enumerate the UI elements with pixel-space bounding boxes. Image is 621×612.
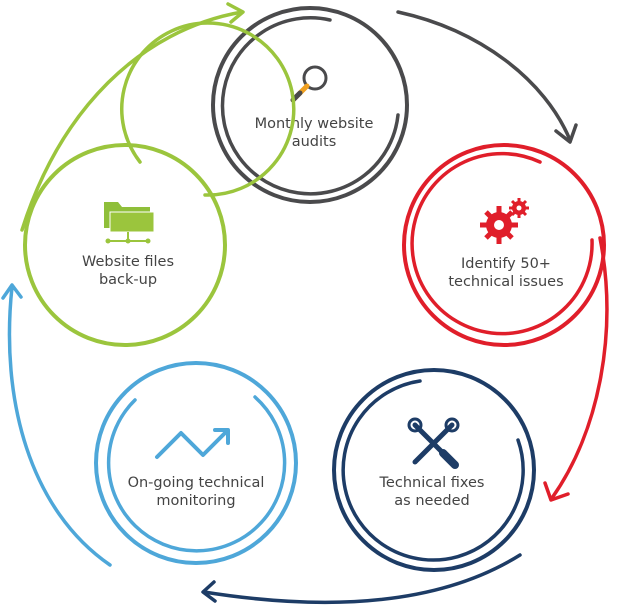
step-audits-outer-ring <box>211 6 409 204</box>
step-audits: Monthly website audits <box>211 6 409 204</box>
step-fixes-outer-ring <box>332 368 536 572</box>
step-fixes-label-line1: Technical fixes <box>379 475 485 491</box>
arrow-identify-to-fixes <box>543 236 609 502</box>
magnifier-icon <box>290 65 328 103</box>
step-identify-label-line2: technical issues <box>448 274 563 290</box>
step-identify-inner-arc <box>410 151 594 336</box>
step-monitoring-label-line2: monitoring <box>156 493 235 509</box>
step-audits-label-line2: audits <box>292 134 337 150</box>
step-audits-inner-arc <box>220 16 400 196</box>
step-fixes-inner-arc <box>341 379 525 562</box>
step-monitoring-label-line1: On-going technical <box>128 475 265 491</box>
step-identify-label-line1: Identify 50+ <box>461 256 551 272</box>
arrow-fixes-to-monitoring <box>201 553 522 605</box>
step-monitoring-outer-ring <box>94 361 298 565</box>
step-identify: Identify 50+ technical issues <box>402 143 606 347</box>
step-backup-label-line1: Website files <box>82 254 174 270</box>
step-monitoring-inner-arc <box>106 395 287 553</box>
arrow-monitoring-to-backup <box>1 283 112 567</box>
folder-icon <box>104 202 155 244</box>
tools-icon <box>407 417 460 469</box>
arrow-audits-to-identify <box>396 10 578 144</box>
gears-icon <box>480 198 529 244</box>
step-backup-outer-ring <box>23 143 227 347</box>
step-monitoring: On-going technical monitoring <box>94 361 298 565</box>
step-fixes-label-line2: as needed <box>394 493 469 509</box>
step-backup-label-line2: back-up <box>99 272 157 288</box>
step-backup: Website files back-up <box>23 21 296 347</box>
step-audits-label-line1: Monthly website <box>255 116 374 132</box>
step-fixes: Technical fixes as needed <box>332 368 536 572</box>
trend-icon <box>155 428 230 459</box>
step-backup-inner-arc <box>120 21 296 197</box>
step-identify-outer-ring <box>402 143 606 347</box>
